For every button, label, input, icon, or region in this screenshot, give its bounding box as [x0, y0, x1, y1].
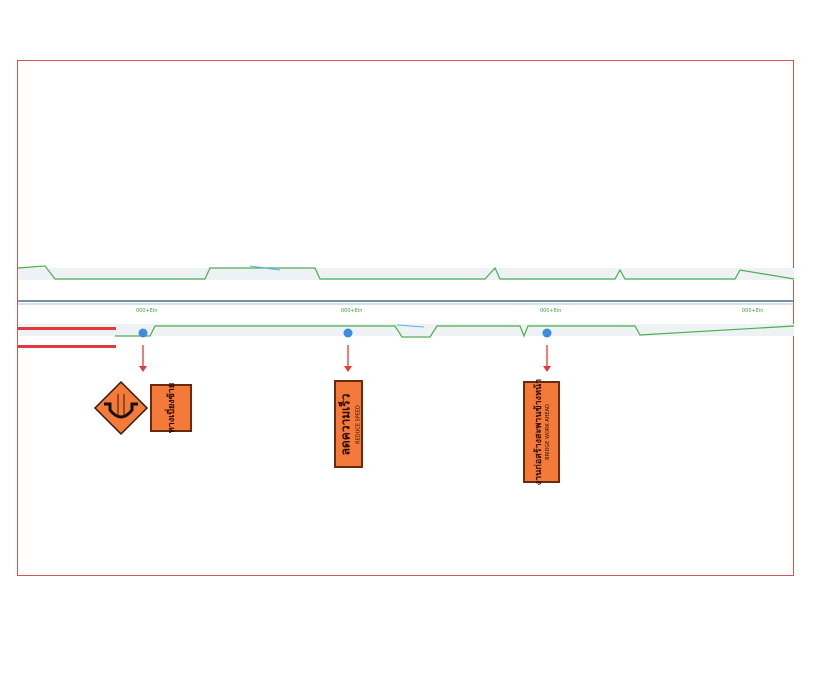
sign-english-text: BRIDGE WORK AHEAD — [545, 404, 552, 460]
sign-thai-text: ทางเบี่ยงซ้าย — [167, 382, 177, 434]
lower-road-edge — [115, 325, 795, 338]
detour-left-sign: ทางเบี่ยงซ้าย — [150, 382, 192, 434]
upper-road-edge — [17, 265, 795, 280]
lower-lane-hatch — [18, 324, 794, 336]
station-label: 000+Ein — [540, 308, 562, 314]
sign-thai-text: ลดความเร็ว — [338, 393, 353, 455]
annotation-line — [396, 324, 425, 328]
sign-thai-text: งานก่อสร้างสะพานข้างหน้า — [534, 378, 545, 486]
station-label: 000+Ein — [136, 308, 158, 314]
sign-english-text: REDUCE SPEED — [355, 404, 362, 444]
detour-diamond-sign — [93, 380, 149, 436]
upper-lane-hatch — [18, 268, 794, 280]
sign-marker-1 — [138, 328, 148, 372]
drawing-frame — [17, 60, 794, 576]
sign-marker-3 — [542, 328, 552, 372]
station-label: 000+Ein — [742, 308, 764, 314]
table-red-band — [18, 345, 116, 348]
station-label: 000+Ein — [341, 308, 363, 314]
table-red-band — [18, 327, 116, 330]
annotation-line — [249, 265, 281, 271]
sign-marker-2 — [343, 328, 353, 372]
